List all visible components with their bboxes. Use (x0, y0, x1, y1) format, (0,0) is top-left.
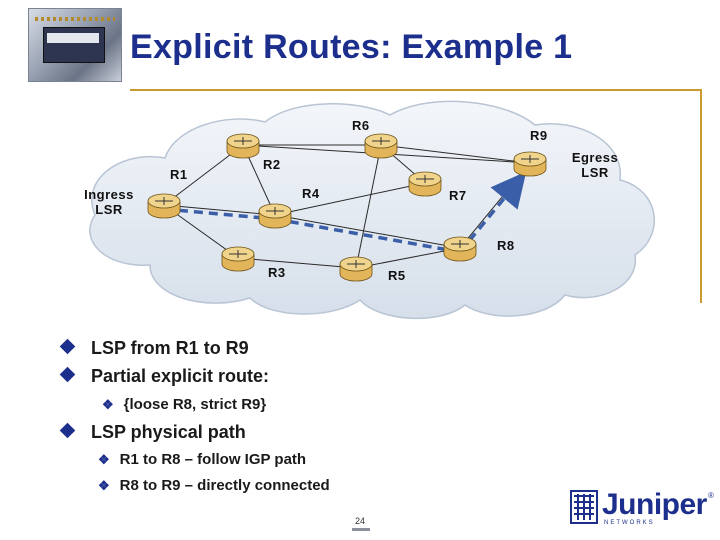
chip-label (47, 33, 99, 43)
router-r7-icon (408, 171, 442, 197)
page-number: 24 (354, 516, 365, 526)
link-r3-r5 (237, 257, 357, 269)
router-label-r2: R2 (263, 157, 281, 172)
router-label-r9: R9 (530, 128, 548, 143)
bullet-item-3-sub-1: ❖ R1 to R8 – follow IGP path (98, 451, 306, 468)
diamond-bullet-icon (59, 338, 76, 355)
ingress-lsr-label: Ingress LSR (74, 187, 144, 217)
link-r6-r9 (380, 144, 531, 164)
bullet-item-1: LSP from R1 to R9 (59, 338, 249, 359)
clover-bullet-icon: ❖ (98, 478, 110, 493)
chip-pins (35, 17, 115, 21)
router-label-r6: R6 (352, 118, 370, 133)
juniper-logo-mark-icon (570, 490, 598, 524)
ingress-label-line2: LSR (95, 202, 123, 217)
router-label-r8: R8 (497, 238, 515, 253)
link-r5-r8 (355, 247, 461, 269)
bullet-item-3-sub-2-text: R8 to R9 – directly connected (119, 477, 330, 494)
router-label-r5: R5 (388, 268, 406, 283)
bullet-item-3: LSP physical path (59, 422, 246, 443)
egress-label-line2: LSR (581, 165, 609, 180)
router-label-r3: R3 (268, 265, 286, 280)
bullet-item-1-text: LSP from R1 to R9 (91, 338, 249, 358)
link-r4-r7 (274, 182, 426, 216)
router-label-r1: R1 (170, 167, 188, 182)
bullet-item-2-sub-text: {loose R8, strict R9} (123, 396, 267, 413)
routers (147, 133, 547, 282)
router-r9-icon (513, 151, 547, 177)
bullet-item-3-sub-2: ❖ R8 to R9 – directly connected (98, 477, 330, 494)
title-rule-horizontal (130, 89, 700, 91)
bullet-item-2-text: Partial explicit route: (91, 366, 270, 386)
router-r4-icon (258, 203, 292, 229)
juniper-logo-sub: NETWORKS (604, 520, 655, 526)
router-r8-icon (443, 236, 477, 262)
router-r3-icon (221, 246, 255, 272)
ingress-label-line1: Ingress (84, 187, 134, 202)
link-r4-r8 (274, 214, 461, 249)
egress-lsr-label: Egress LSR (560, 150, 630, 180)
juniper-logo-word: Juniper (602, 488, 707, 521)
lsp-segment-r4-r8 (274, 217, 461, 254)
page-number-underline (352, 528, 370, 531)
router-r6-icon (364, 133, 398, 159)
egress-label-line1: Egress (571, 150, 619, 165)
bullet-item-2: Partial explicit route: (59, 366, 270, 387)
router-label-r7: R7 (449, 188, 467, 203)
title-rule-vertical (700, 89, 702, 303)
router-r1-icon (147, 193, 181, 219)
slide-title: Explicit Routes: Example 1 (130, 28, 573, 66)
link-r1-r4 (163, 204, 276, 216)
header-chip-image (28, 8, 122, 82)
diamond-bullet-icon (59, 366, 76, 383)
juniper-logo: Juniper NETWORKS ® (570, 488, 715, 528)
router-r5-icon (339, 256, 373, 282)
bullet-item-3-text: LSP physical path (91, 422, 246, 442)
juniper-logo-registered: ® (708, 491, 714, 500)
clover-bullet-icon: ❖ (102, 397, 114, 412)
bullet-item-3-sub-1-text: R1 to R8 – follow IGP path (119, 451, 307, 468)
link-r6-r5 (355, 144, 382, 269)
router-label-r4: R4 (302, 186, 320, 201)
lsp-segment-r1-r4 (163, 207, 276, 221)
bullet-item-2-sub: ❖ {loose R8, strict R9} (102, 396, 266, 413)
clover-bullet-icon: ❖ (98, 452, 110, 467)
diamond-bullet-icon (59, 422, 76, 439)
router-r2-icon (226, 133, 260, 159)
